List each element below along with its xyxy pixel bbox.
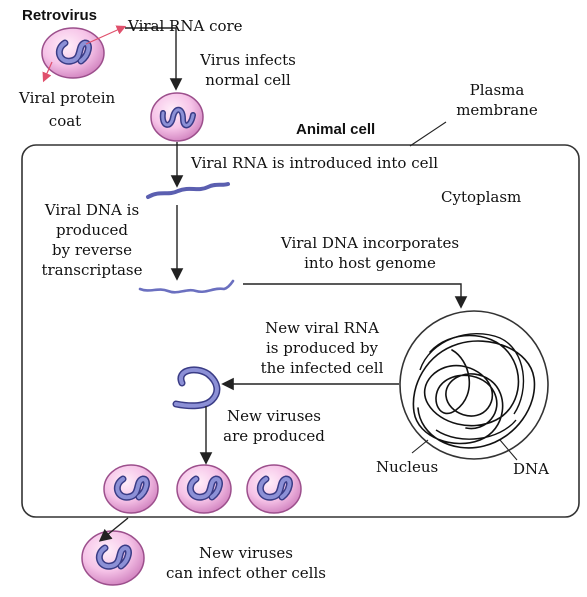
- dna-label: DNA: [513, 460, 549, 478]
- nucleus-pointer: [411, 439, 429, 454]
- nucleus-label: Nucleus: [376, 458, 439, 476]
- new-virus-3: [246, 464, 302, 514]
- retrovirus-title: Retrovirus: [22, 7, 98, 24]
- dna-produced-label: Viral DNA is produced by reverse transcr…: [41, 201, 143, 279]
- viral-protein-coat-label: Viral protein coat: [19, 89, 116, 130]
- rna-introduced-label: Viral RNA is introduced into cell: [191, 154, 439, 172]
- animal-cell-membrane: [21, 144, 580, 518]
- animal-cell-label: Animal cell: [296, 121, 376, 138]
- released-virus: [81, 530, 145, 586]
- viral-dna-strand: [138, 279, 235, 294]
- nucleus: [399, 310, 549, 460]
- dna-pointer: [499, 439, 518, 461]
- infect-other-label: New viruses can infect other cells: [166, 544, 326, 582]
- plasma-membrane-label: Plasma membrane: [456, 81, 538, 119]
- viral-rna-core-label: Viral RNA core: [128, 17, 243, 35]
- new-rna-label: New viral RNA is produced by the infecte…: [260, 319, 384, 377]
- new-virus-2: [176, 464, 232, 514]
- entering-virus: [150, 92, 204, 142]
- cytoplasm-label: Cytoplasm: [441, 188, 522, 206]
- viral-rna-strand: [146, 182, 230, 199]
- connector-arrows: [98, 27, 468, 542]
- host-dna: [412, 334, 536, 449]
- virus-infects-label: Virus infects normal cell: [200, 51, 296, 89]
- label-pointers: [42, 25, 127, 83]
- dna-incorporates-label: Viral DNA incorporates into host genome: [280, 234, 460, 272]
- retrovirus-particle: [41, 27, 105, 79]
- plasma-membrane-pointer: [409, 121, 447, 147]
- new-virus-1: [103, 464, 159, 514]
- new-viruses-produced-label: New viruses are produced: [223, 407, 325, 445]
